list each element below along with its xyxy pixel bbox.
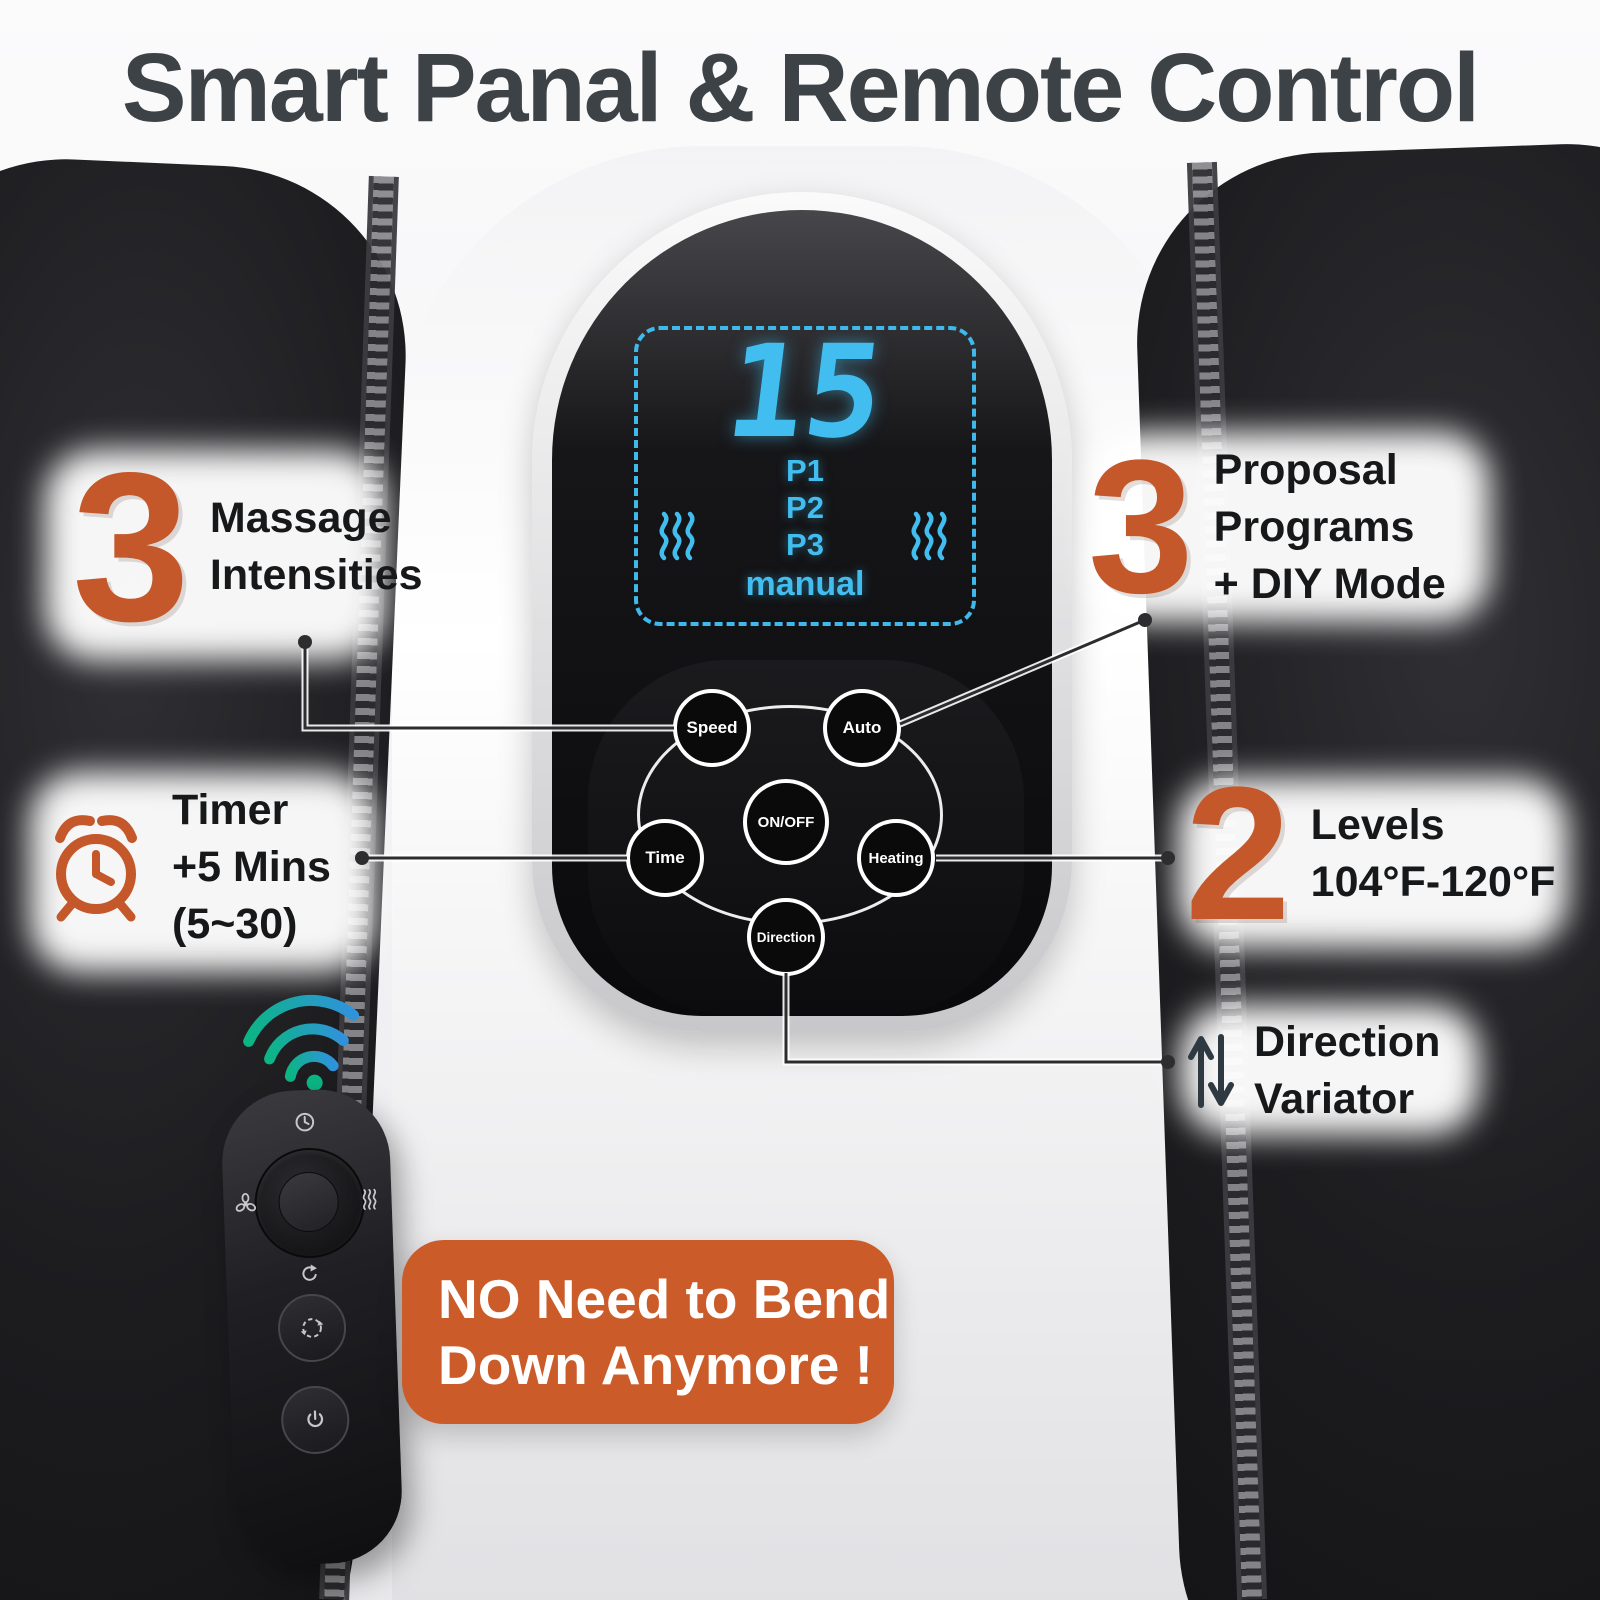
speed-button: Speed: [673, 689, 751, 767]
lcd-display: 15 P1 P2 P3 manual: [634, 318, 976, 626]
callout-scrim: [1178, 778, 1568, 948]
levels-count: 2: [1185, 748, 1291, 960]
lcd-program-p1: P1: [786, 452, 824, 488]
massage-label: Massage Intensities: [210, 490, 423, 604]
auto-button: Auto: [823, 689, 901, 767]
callout-scrim: [1180, 1005, 1480, 1135]
lcd-timer-value: 15: [718, 318, 892, 467]
callout-line: Variator: [1254, 1074, 1415, 1123]
page-title: Smart Panal & Remote Control: [121, 33, 1480, 142]
lcd-program-p3: P3: [786, 527, 824, 563]
remote-power-button: [280, 1384, 351, 1456]
lcd-program-p2: P2: [786, 489, 824, 525]
programs-count: 3: [1088, 421, 1194, 634]
direction-button: Direction: [747, 898, 825, 976]
time-button: Time: [626, 819, 704, 897]
callout-timer: Timer +5 Mins (5~30): [40, 782, 331, 952]
banner-line: NO Need to Bend: [438, 1268, 891, 1330]
timer-label: Timer +5 Mins (5~30): [172, 782, 331, 952]
fan-icon: [235, 1192, 257, 1212]
callout-scrim: [30, 772, 375, 972]
callout-line: Intensities: [209, 550, 423, 599]
power-icon: [307, 1410, 324, 1428]
callout-heat-levels: 2 Levels 104°F-120°F: [1185, 748, 1556, 960]
remote-pad-center-button: [277, 1171, 340, 1234]
callout-line: Massage: [209, 494, 392, 543]
callout-line: Programs: [1213, 502, 1415, 551]
clock-icon: [295, 1112, 315, 1132]
no-bend-banner: NO Need to Bend Down Anymore !: [402, 1240, 894, 1424]
callout-scrim: [45, 450, 385, 660]
programs-label: Proposal Programs + DIY Mode: [1214, 442, 1446, 612]
up-down-arrows-icon: [1188, 1033, 1234, 1108]
callout-line: Timer: [172, 786, 289, 834]
callout-line: +5 Mins: [172, 842, 331, 891]
remote-pad: [252, 1146, 367, 1260]
heat-icon: [362, 1188, 377, 1210]
heating-button: Heating: [857, 819, 935, 897]
alarm-clock-icon: [55, 815, 137, 922]
callout-line: Direction: [1254, 1018, 1441, 1066]
levels-label: Levels 104°F-120°F: [1311, 797, 1556, 911]
control-panel: Speed Auto Time ON/OFF Heating Direction: [588, 660, 1024, 1014]
callout-scrim: [1090, 432, 1490, 622]
rotate-icon: [302, 1264, 317, 1281]
steam-icon: [911, 511, 947, 561]
massage-count: 3: [72, 428, 190, 665]
steam-icon: [659, 511, 695, 561]
callout-line: Levels: [1310, 801, 1445, 850]
lcd-manual-label: manual: [745, 565, 865, 604]
remote-cycle-button: [276, 1292, 348, 1364]
callout-direction-variator: Direction Variator: [1188, 1014, 1440, 1128]
remote-control: [219, 1087, 405, 1567]
callout-line: + DIY Mode: [1213, 559, 1446, 608]
callout-line: Proposal: [1213, 446, 1398, 494]
direction-label: Direction Variator: [1254, 1014, 1440, 1128]
wifi-icon: [243, 994, 359, 1091]
on-off-button: ON/OFF: [743, 779, 829, 865]
callout-line: 104°F-120°F: [1310, 858, 1556, 906]
callout-massage-intensities: 3 Massage Intensities: [72, 428, 423, 665]
callout-programs: 3 Proposal Programs + DIY Mode: [1088, 421, 1446, 634]
banner-line: Down Anymore !: [438, 1334, 873, 1396]
callout-line: (5~30): [172, 899, 298, 948]
cycle-icon: [300, 1318, 324, 1338]
